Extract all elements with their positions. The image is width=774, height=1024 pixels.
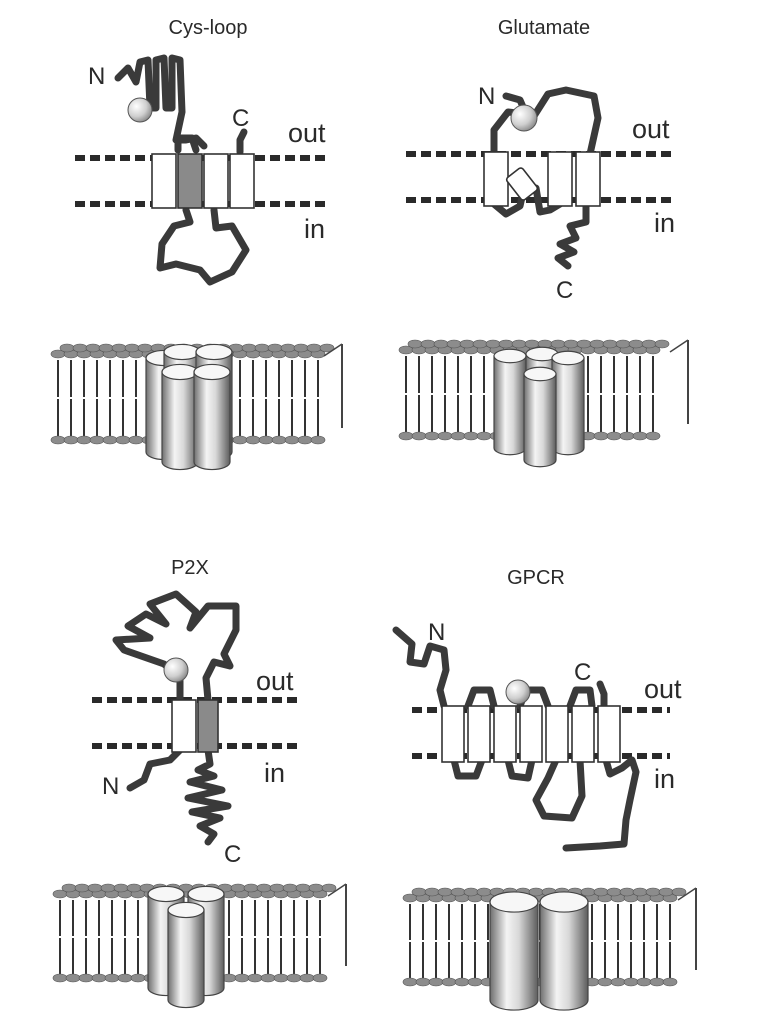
channel-cylinder	[193, 363, 231, 471]
tm-helix-m2	[177, 153, 203, 209]
extracellular-domain-chain	[112, 590, 240, 704]
n-terminal-chain	[392, 626, 450, 710]
panel-gpcr: GPCR N C out in	[392, 567, 682, 852]
tm-helix-2	[197, 699, 219, 753]
c-terminus-label: C	[556, 277, 573, 304]
tm-helix-7	[597, 705, 621, 763]
n-terminal-chain	[126, 746, 184, 792]
out-label: out	[644, 674, 682, 704]
tm-helix-3	[493, 705, 517, 763]
c-terminus-label: C	[232, 105, 249, 132]
ligand-binding-ball	[163, 657, 189, 683]
channel-cylinder	[539, 891, 589, 1011]
tm-helix-5	[545, 705, 569, 763]
panel-title-p2x: P2X	[171, 557, 209, 579]
loop-chain	[174, 134, 200, 154]
c-terminal-tail-chain	[562, 756, 640, 852]
membrane-gpcr	[402, 887, 697, 1011]
tm-helix-m1	[483, 151, 509, 207]
panel-title-gpcr: GPCR	[507, 567, 565, 589]
out-label: out	[288, 118, 326, 148]
out-label: out	[256, 666, 294, 696]
extracellular-loop-chain	[530, 86, 602, 158]
channel-cylinder	[161, 363, 199, 471]
panel-p2x: P2X N C out in	[92, 557, 298, 868]
n-terminus-label: N	[102, 773, 119, 800]
tm-helix-m3	[203, 153, 229, 209]
n-terminus-label: N	[478, 83, 495, 110]
tm-helix-2	[467, 705, 491, 763]
intracellular-loops-chain	[450, 756, 586, 822]
tm-helix-m4	[229, 153, 255, 209]
in-label: in	[304, 214, 325, 244]
ligand-binding-ball	[510, 104, 538, 132]
channel-cylinder	[551, 350, 585, 456]
channel-cylinder	[523, 366, 557, 468]
panel-cysloop: Cys-loop N C out in	[75, 17, 330, 286]
panel-title-glutamate: Glutamate	[498, 17, 590, 39]
in-label: in	[654, 208, 675, 238]
tm-helix-1	[171, 699, 197, 753]
ligand-binding-ball	[505, 679, 531, 705]
out-label: out	[632, 114, 670, 144]
c-terminus-label: C	[574, 659, 591, 686]
c-terminus-label: C	[224, 841, 241, 868]
membrane-glutamate	[398, 339, 689, 468]
in-label: in	[264, 758, 285, 788]
ligand-binding-ball	[127, 97, 153, 123]
tm-helix-6	[571, 705, 595, 763]
n-terminus-label: N	[428, 619, 445, 646]
panel-glutamate: Glutamate N C out in	[406, 17, 676, 304]
n-terminus-label: N	[88, 63, 105, 90]
intracellular-domain-chain	[156, 206, 250, 286]
tm-helix-m1	[151, 153, 177, 209]
reentrant-helix-m2	[505, 167, 539, 201]
membrane-p2x	[52, 883, 347, 1009]
tm-helix-m4	[575, 151, 601, 207]
channel-cylinder	[167, 901, 205, 1009]
tm-helix-m3	[547, 151, 573, 207]
c-terminal-chain	[236, 128, 248, 156]
channel-cylinder	[493, 348, 527, 456]
in-label: in	[654, 764, 675, 794]
tm-helix-4	[519, 705, 543, 763]
channel-cylinder	[489, 891, 539, 1011]
c-terminal-chain	[554, 200, 590, 270]
membrane-cysloop	[50, 343, 343, 471]
c-terminal-chain	[596, 680, 608, 710]
tm-helix-1	[441, 705, 465, 763]
panel-title-cysloop: Cys-loop	[169, 17, 248, 39]
c-terminal-chain	[184, 746, 232, 846]
